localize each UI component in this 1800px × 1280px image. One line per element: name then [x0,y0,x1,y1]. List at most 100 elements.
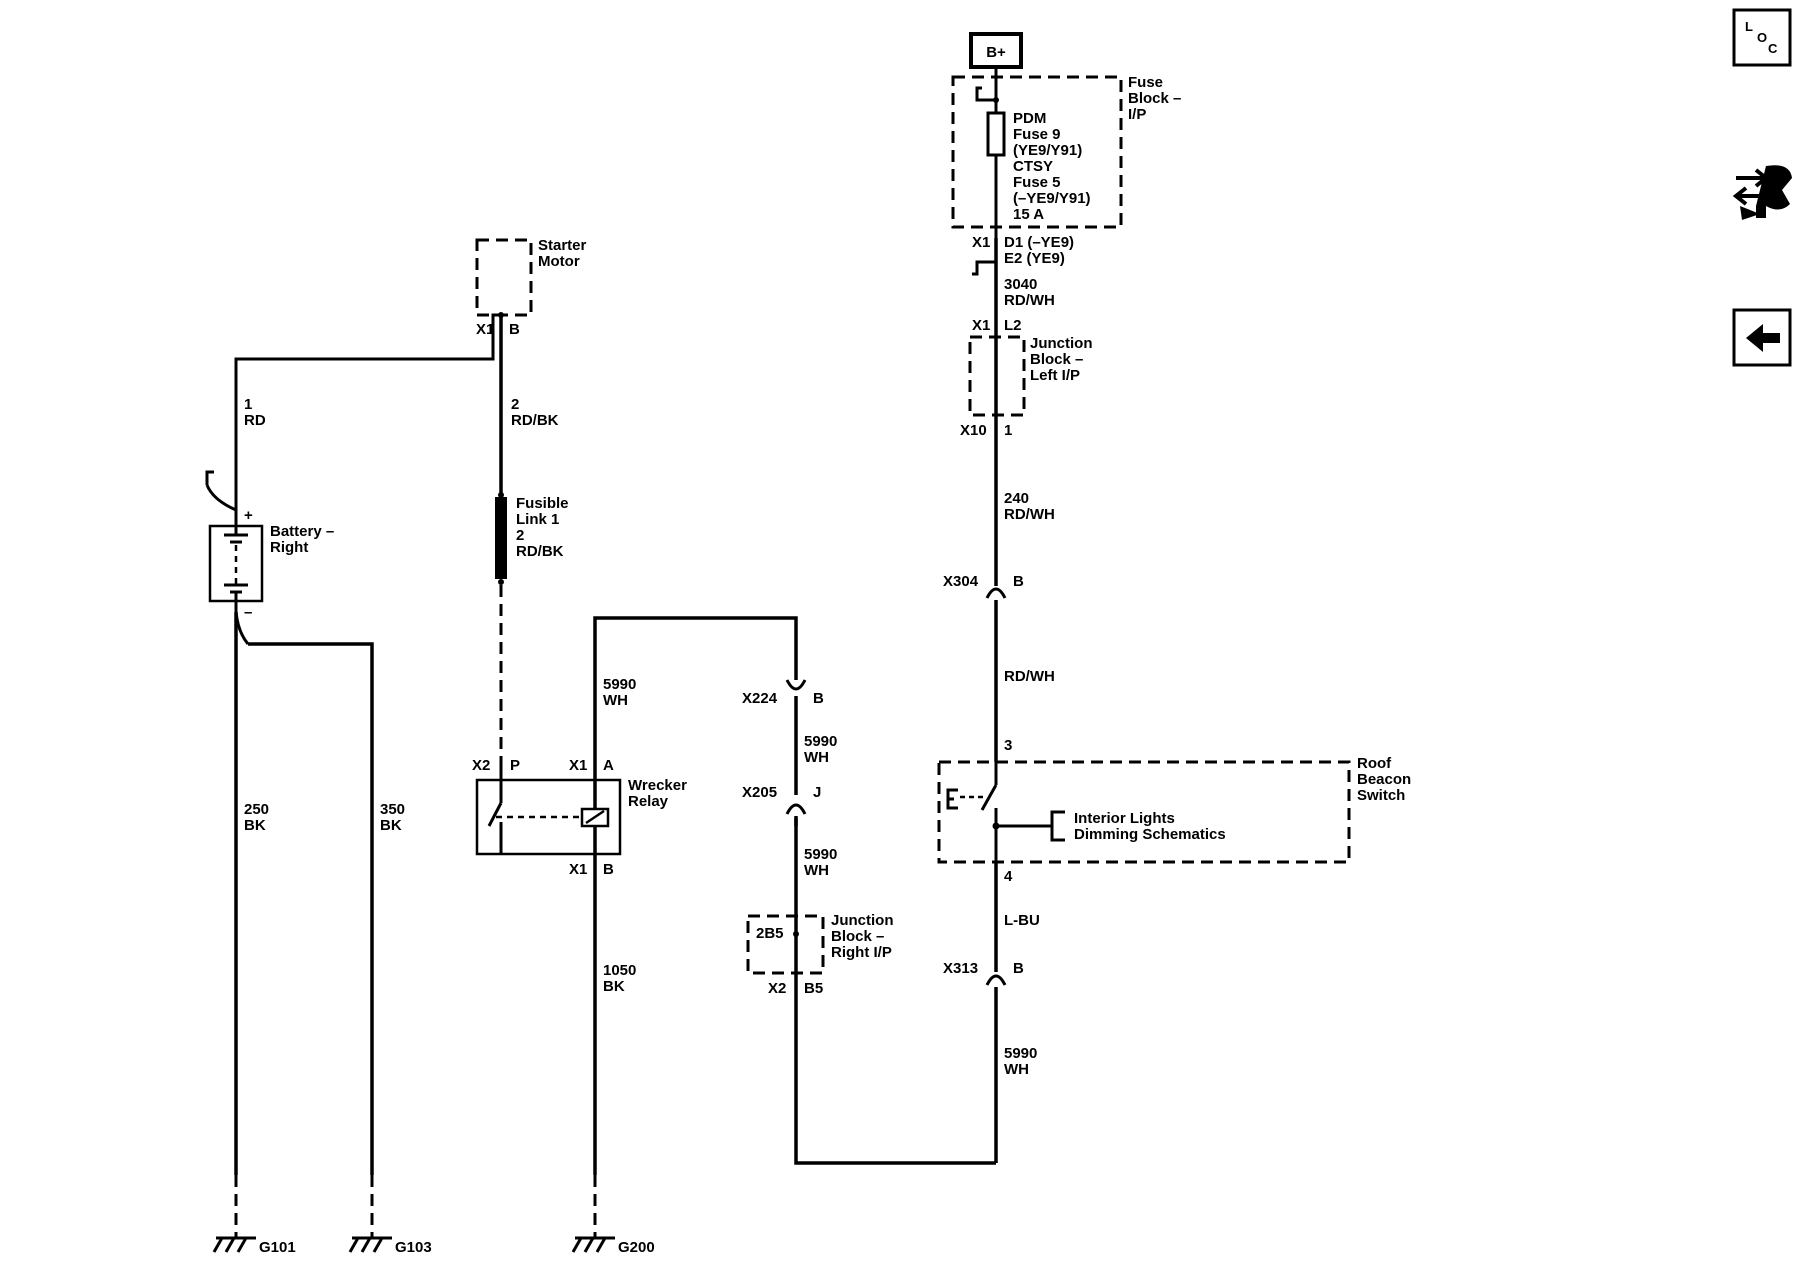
svg-text:X2: X2 [472,757,490,774]
svg-text:B: B [509,321,520,338]
svg-text:X1: X1 [972,317,990,334]
starter-motor: Starter Motor X1 B [475,237,587,338]
svg-text:Roof: Roof [1357,755,1392,772]
wire-1050-color: BK [603,978,625,995]
fuse-block-ip: Fuse Block – I/P [951,74,1181,229]
svg-text:Link 1: Link 1 [516,511,559,528]
svg-text:I/P: I/P [1128,106,1146,123]
junction-block-right-ip: 2B5 Junction Block – Right I/P X2 B5 [746,912,894,997]
wire-250-color: BK [244,817,266,834]
svg-text:4: 4 [1004,868,1013,885]
svg-text:B+: B+ [986,44,1006,61]
inline-connector-x313: X313 B [943,960,1024,1000]
svg-text:X10: X10 [960,422,987,439]
svg-text:Dimming Schematics: Dimming Schematics [1074,826,1226,843]
svg-text:L2: L2 [1004,317,1022,334]
svg-text:B: B [1013,573,1024,590]
junction-block-left-ip: X1 L2 Junction Block – Left I/P X10 1 [960,317,1093,439]
wire-5990-x224-circuit: 5990 [804,733,837,750]
svg-text:X304: X304 [943,573,979,590]
svg-text:Junction: Junction [831,912,894,929]
svg-text:Wrecker: Wrecker [628,777,687,794]
svg-text:X1: X1 [569,757,587,774]
wire-3040-color: RD/WH [1004,292,1055,309]
wire-2-circuit: 2 [511,396,519,413]
svg-text:(YE9/Y91): (YE9/Y91) [1013,142,1082,159]
wire-5990-x205-color: WH [804,862,829,879]
svg-text:G101: G101 [259,1239,296,1256]
wire-2-color: RD/BK [511,412,559,429]
power-source-b-plus: B+ [969,32,1023,69]
inline-connector-x224: X224 B [742,679,824,710]
back-arrow-icon[interactable] [1732,308,1792,367]
svg-text:Block –: Block – [831,928,884,945]
svg-text:CTSY: CTSY [1013,158,1053,175]
wire-rdwh-color: RD/WH [1004,668,1055,685]
wire-5990-x224-color: WH [804,749,829,766]
fuse-pdm-9: PDM Fuse 9 (YE9/Y91) CTSY Fuse 5 (–YE9/Y… [975,86,1091,238]
svg-text:B: B [813,690,824,707]
svg-text:Fusible: Fusible [516,495,569,512]
connector-view-icon[interactable] [1732,165,1792,220]
svg-text:X224: X224 [742,690,778,707]
svg-text:Block –: Block – [1030,351,1083,368]
ground-g200: G200 [571,1236,655,1256]
svg-text:X2: X2 [768,980,786,997]
svg-text:+: + [244,507,253,524]
svg-text:Right I/P: Right I/P [831,944,892,961]
svg-text:–: – [244,604,252,621]
svg-text:Starter: Starter [538,237,587,254]
svg-text:Motor: Motor [538,253,580,270]
wire-1050-circuit: 1050 [603,962,636,979]
svg-text:2B5: 2B5 [756,925,784,942]
wrecker-relay: X2 P X1 A Wrecker Relay X1 B [472,757,687,878]
svg-text:X1: X1 [476,321,494,338]
svg-text:B5: B5 [804,980,823,997]
svg-text:RD/BK: RD/BK [516,543,564,560]
svg-text:Block –: Block – [1128,90,1181,107]
svg-text:Fuse: Fuse [1128,74,1163,91]
svg-text:(–YE9/Y91): (–YE9/Y91) [1013,190,1091,207]
wire-5990-relay-color: WH [603,692,628,709]
svg-text:G200: G200 [618,1239,655,1256]
loc-icon[interactable]: L O C [1732,8,1792,67]
svg-text:15 A: 15 A [1013,206,1044,223]
wire-250-circuit: 250 [244,801,269,818]
svg-text:PDM: PDM [1013,110,1046,127]
wire-350-circuit: 350 [380,801,405,818]
svg-text:Interior Lights: Interior Lights [1074,810,1175,827]
wire-5990-x205-circuit: 5990 [804,846,837,863]
wire-240-circuit: 240 [1004,490,1029,507]
svg-text:P: P [510,757,520,774]
wire-3040-circuit: 3040 [1004,276,1037,293]
svg-text:Fuse 5: Fuse 5 [1013,174,1061,191]
inline-connector-x205: X205 J [742,784,821,826]
wire-5990-relay-circuit: 5990 [603,676,636,693]
fuse-pin-d1: D1 (–YE9) [1004,234,1074,251]
svg-text:Relay: Relay [628,793,669,810]
svg-text:B: B [603,861,614,878]
svg-text:Fuse 9: Fuse 9 [1013,126,1061,143]
wire-5990-right-color: WH [1004,1061,1029,1078]
svg-text:X313: X313 [943,960,978,977]
svg-text:J: J [813,784,821,801]
svg-text:L: L [1745,19,1753,34]
svg-text:A: A [603,757,614,774]
fusible-link-1: Fusible Link 1 2 RD/BK [495,492,569,585]
svg-text:Right: Right [270,539,308,556]
svg-text:3: 3 [1004,737,1012,754]
wire-240-color: RD/WH [1004,506,1055,523]
roof-beacon-switch: 3 Roof Beacon Switch Interior Lights Dim… [937,737,1411,885]
wire-5990-right-circuit: 5990 [1004,1045,1037,1062]
inline-connector-x304: X304 B [943,573,1024,612]
wire-1-circuit: 1 [244,396,252,413]
svg-text:O: O [1757,30,1767,45]
svg-text:C: C [1768,41,1778,56]
svg-text:Switch: Switch [1357,787,1405,804]
wire-350-color: BK [380,817,402,834]
svg-text:Junction: Junction [1030,335,1093,352]
svg-text:G103: G103 [395,1239,432,1256]
svg-text:Left I/P: Left I/P [1030,367,1080,384]
fuse-pin-e2: E2 (YE9) [1004,250,1065,267]
